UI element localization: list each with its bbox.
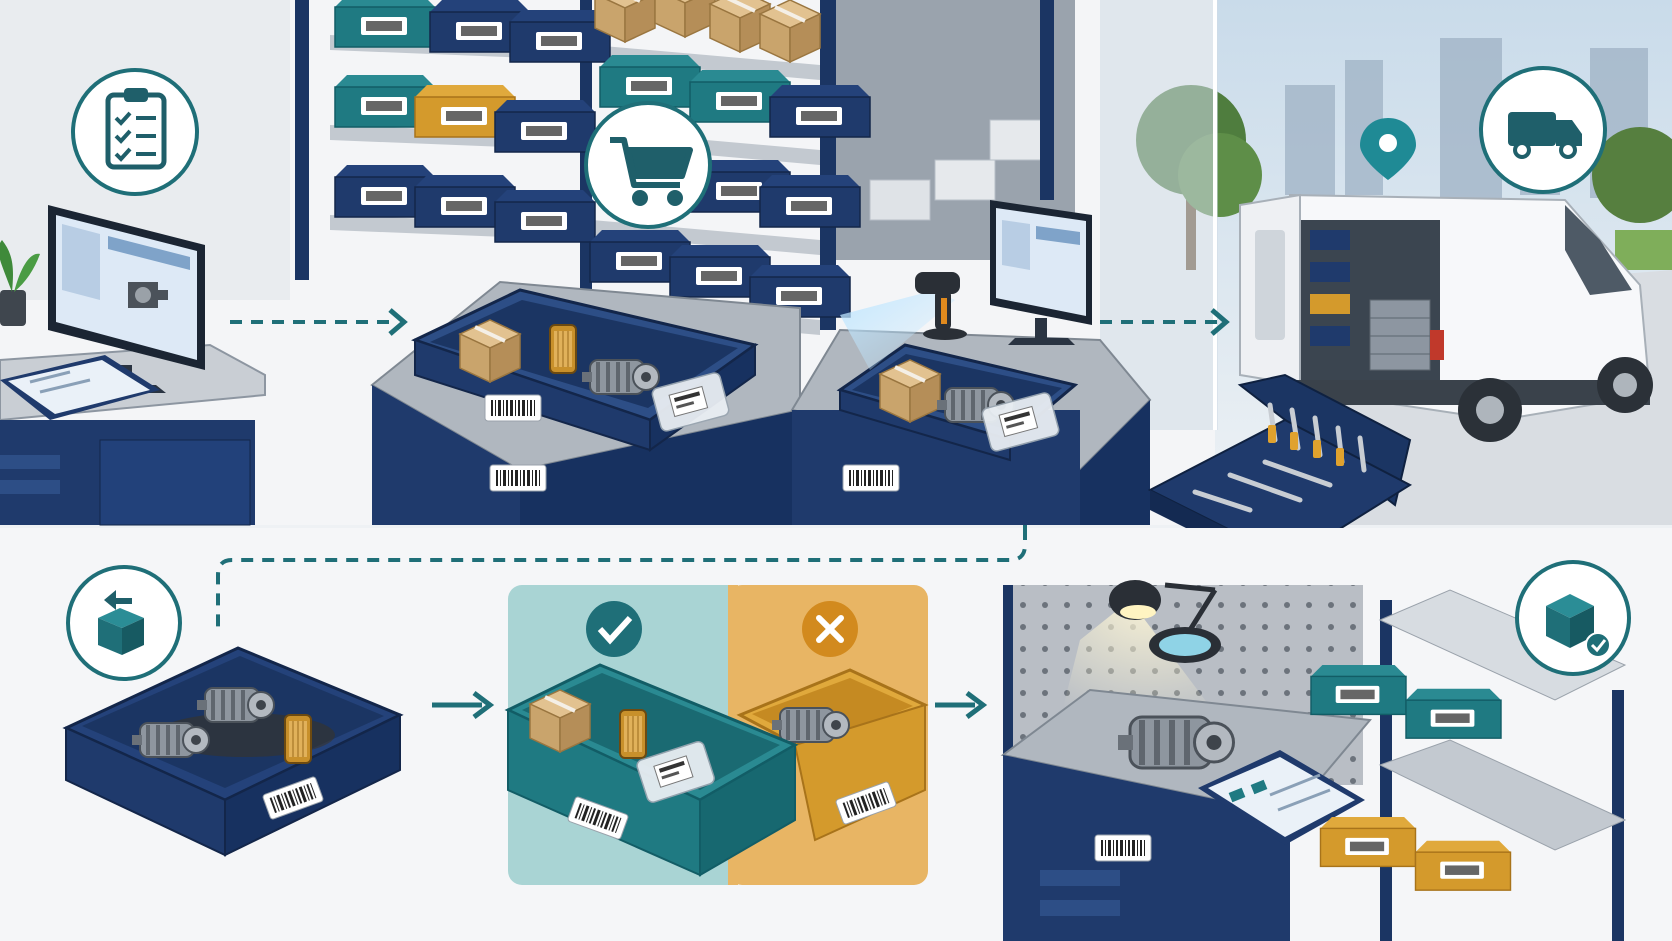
box-check-icon xyxy=(1546,594,1611,658)
picked-order-tote xyxy=(411,288,759,452)
sort-panel xyxy=(504,585,929,885)
scanner-beam xyxy=(840,290,955,370)
returns-bin xyxy=(62,646,404,857)
planning-tablet xyxy=(0,355,160,420)
barcode-scanner-icon xyxy=(915,272,967,340)
scan-monitor xyxy=(990,200,1092,345)
potted-plant xyxy=(0,240,40,326)
checkmark-icon xyxy=(597,615,633,645)
magnifier-lamp-icon xyxy=(1149,588,1221,663)
delivery-van-icon xyxy=(1508,112,1582,159)
glass-wall xyxy=(1100,0,1218,430)
accepted-badge xyxy=(586,601,642,657)
planning-monitor xyxy=(48,205,205,393)
service-van xyxy=(1239,193,1653,442)
inspected-motor xyxy=(1116,715,1235,770)
stacked-blocks xyxy=(869,119,1046,221)
x-mark-icon xyxy=(816,615,844,643)
box-return-icon xyxy=(98,590,144,655)
inspection-tablet xyxy=(1198,750,1365,845)
scan-tote xyxy=(836,343,1079,462)
van-shelving xyxy=(1310,230,1431,371)
flow-arrow-return-to-sort xyxy=(432,691,495,719)
shopping-cart-icon xyxy=(610,137,693,206)
accepted-bin xyxy=(504,663,799,877)
flow-arrow-plan-to-pick xyxy=(230,308,408,336)
rejected-bin xyxy=(736,668,929,842)
flow-arrow-scan-to-dispatch xyxy=(1100,308,1230,336)
flow-return-path xyxy=(216,528,1027,630)
map-pin-icon xyxy=(1360,118,1416,180)
flow-arrow-sort-to-inspect xyxy=(935,691,988,719)
clipboard-checklist-icon xyxy=(105,88,167,170)
